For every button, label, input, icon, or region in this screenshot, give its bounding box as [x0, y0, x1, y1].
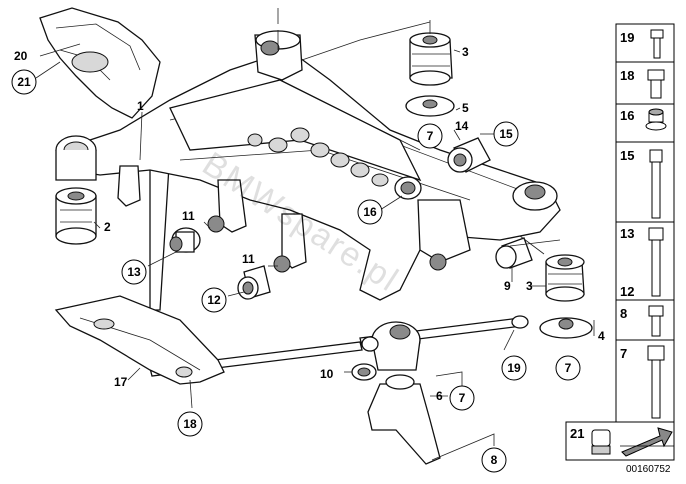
arrow-icon [621, 427, 673, 457]
underbody-tray [54, 295, 225, 385]
svg-text:16: 16 [363, 205, 377, 219]
bushing-14 [447, 137, 491, 173]
legend-label-21: 21 [570, 426, 584, 441]
callout-1: 1 [137, 99, 144, 113]
svg-text:8: 8 [491, 453, 498, 467]
center-mount [351, 321, 421, 381]
callout-8: 8 [481, 447, 507, 473]
bushing-12 [237, 265, 271, 300]
washer-5 [405, 95, 455, 117]
callout-12: 12 [201, 287, 227, 313]
legend-label-19: 19 [620, 30, 634, 45]
legend-label-18: 18 [620, 68, 634, 83]
socket-bolt-icon [650, 29, 664, 59]
svg-text:13: 13 [127, 265, 141, 279]
legend-label-15: 15 [620, 148, 634, 163]
document-number: 00160752 [626, 464, 671, 475]
callout-9: 9 [504, 279, 511, 293]
bushing-13 [169, 227, 201, 253]
svg-text:18: 18 [183, 417, 197, 431]
leader-lines [35, 8, 595, 461]
svg-text:19: 19 [507, 361, 521, 375]
callout-10: 10 [320, 367, 334, 381]
callout-19: 19 [501, 355, 527, 381]
callout-2: 2 [104, 220, 111, 234]
callout-7-right: 7 [555, 355, 581, 381]
callout-7-lower: 7 [449, 385, 475, 411]
torx-bolt-icon [647, 345, 665, 419]
flange-nut-icon [645, 108, 667, 131]
callout-21: 21 [11, 69, 37, 95]
callout-18: 18 [177, 411, 203, 437]
callout-15: 15 [493, 121, 519, 147]
callout-17: 17 [114, 375, 128, 389]
rubber-mount-3-lower [545, 254, 585, 302]
legend-label-12: 12 [620, 284, 634, 299]
svg-text:15: 15 [499, 127, 513, 141]
callout-11-upper: 11 [182, 209, 195, 223]
short-bolt-icon [647, 69, 665, 99]
cap-nut-panel: 21 [565, 421, 675, 461]
cap-nut-icon [591, 429, 611, 455]
svg-text:7: 7 [459, 391, 466, 405]
legend-label-16: 16 [620, 108, 634, 123]
callouts: 21 20 1 2 3 5 7 14 15 16 11 13 11 12 9 [11, 45, 605, 473]
long-bolt-icon [649, 149, 663, 219]
svg-text:7: 7 [427, 129, 434, 143]
subframe-illustration: BMWspare.pl [35, 7, 595, 465]
svg-text:21: 21 [17, 75, 31, 89]
callout-3-upper: 3 [462, 45, 469, 59]
legend-label-8: 8 [620, 306, 627, 321]
callout-3-lower: 3 [526, 279, 533, 293]
legend-label-13: 13 [620, 226, 634, 241]
washer-4 [539, 317, 593, 339]
svg-text:7: 7 [565, 361, 572, 375]
callout-5: 5 [462, 101, 469, 115]
legend-label-7: 7 [620, 346, 627, 361]
callout-7-upper: 7 [417, 123, 443, 149]
bushing-9 [495, 237, 533, 269]
svg-text:12: 12 [207, 293, 221, 307]
callout-13: 13 [121, 259, 147, 285]
callout-14: 14 [455, 119, 469, 133]
hex-bolt-long-icon [648, 227, 664, 297]
callout-16: 16 [357, 199, 383, 225]
hex-bolt-short-icon [648, 305, 664, 337]
callout-20: 20 [14, 49, 28, 63]
callout-11-lower: 11 [242, 252, 255, 266]
diff-bracket [367, 383, 441, 465]
rubber-mount-2 [55, 187, 97, 245]
callout-4: 4 [598, 329, 605, 343]
rubber-mount-3-upper [409, 32, 453, 86]
callout-6: 6 [436, 389, 443, 403]
fastener-legend: 19 18 16 15 13 12 8 [615, 23, 675, 425]
